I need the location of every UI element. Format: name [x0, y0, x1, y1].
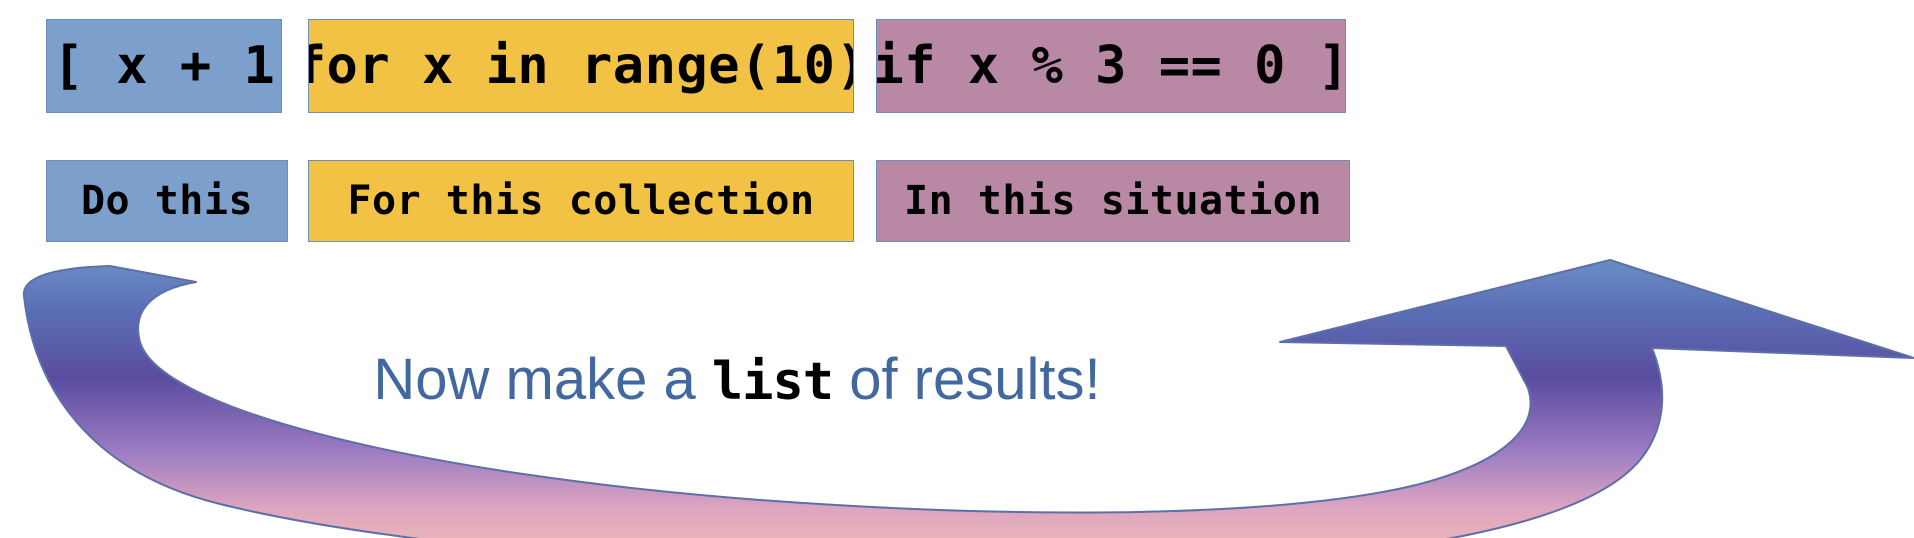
- code-segment-label: [ x + 1: [52, 36, 276, 96]
- plain-segment-label: For this collection: [347, 178, 815, 224]
- caption-keyword-list: list: [711, 352, 834, 412]
- code-segment-label: if x % 3 == 0 ]: [876, 36, 1346, 96]
- plain-segment-do-this[interactable]: Do this: [46, 160, 288, 242]
- plain-segment-if-condition[interactable]: In this situation: [876, 160, 1350, 242]
- code-segment-if-condition[interactable]: if x % 3 == 0 ]: [876, 19, 1346, 113]
- plain-segment-for-collection[interactable]: For this collection: [308, 160, 854, 242]
- caption-suffix: of results!: [833, 347, 1101, 412]
- plain-segment-label: In this situation: [904, 178, 1322, 224]
- caption-text: Now make a list of results!: [0, 347, 1694, 412]
- plain-segment-label: Do this: [80, 178, 254, 224]
- code-segment-do-this[interactable]: [ x + 1: [46, 19, 282, 113]
- code-segment-label: for x in range(10): [308, 36, 854, 96]
- code-segment-for-collection[interactable]: for x in range(10): [308, 19, 854, 113]
- caption-prefix: Now make a: [373, 347, 712, 412]
